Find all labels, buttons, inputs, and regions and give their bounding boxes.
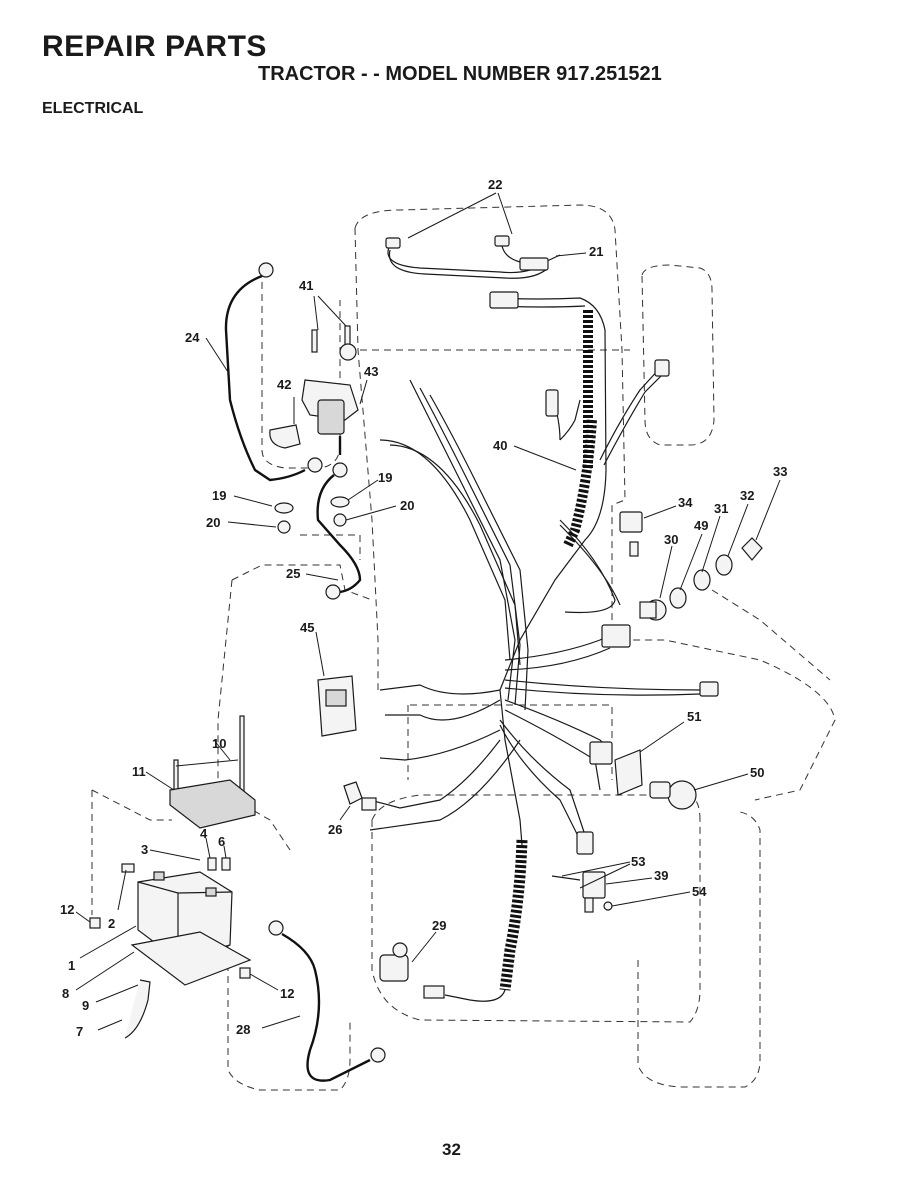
callout-21: 21 xyxy=(589,244,603,259)
bulb-right xyxy=(494,235,510,247)
callout-30: 30 xyxy=(664,532,678,547)
callout-19b: 19 xyxy=(378,470,392,485)
callout-10: 10 xyxy=(212,736,226,751)
callout-45: 45 xyxy=(300,620,314,635)
headlight-harness xyxy=(385,235,587,279)
callout-28: 28 xyxy=(236,1022,250,1037)
harness-connector-center xyxy=(601,624,631,648)
page-number: 32 xyxy=(442,1140,461,1159)
ignition-parts xyxy=(619,479,781,621)
callout-22: 22 xyxy=(488,177,502,192)
callout-2: 2 xyxy=(108,916,115,931)
cable-25 xyxy=(305,462,362,600)
callout-39: 39 xyxy=(654,868,668,883)
callout-6: 6 xyxy=(218,834,225,849)
callout-33: 33 xyxy=(773,464,787,479)
module-45 xyxy=(315,631,357,737)
page-title: REPAIR PARTS xyxy=(42,30,267,63)
harness-plug-rear-right xyxy=(699,681,719,697)
callout-53: 53 xyxy=(631,854,645,869)
callout-29: 29 xyxy=(432,918,446,933)
callout-8: 8 xyxy=(62,986,69,1001)
model-subtitle: TRACTOR - - MODEL NUMBER 917.251521 xyxy=(258,63,662,85)
battery-assembly xyxy=(75,715,279,1039)
callout-4: 4 xyxy=(200,826,208,841)
callout-43: 43 xyxy=(364,364,378,379)
callout-9: 9 xyxy=(82,998,89,1013)
callout-12b: 12 xyxy=(280,986,294,1001)
split-loom-rear xyxy=(499,839,528,991)
battery-cable-24 xyxy=(205,262,323,482)
harness-tap-plug xyxy=(545,389,559,417)
callout-50: 50 xyxy=(750,765,764,780)
callout-20a: 20 xyxy=(206,515,220,530)
callout-25: 25 xyxy=(286,566,300,581)
bulb-left xyxy=(385,237,401,249)
callout-1: 1 xyxy=(68,958,75,973)
callout-26: 26 xyxy=(328,822,342,837)
callout-7: 7 xyxy=(76,1024,83,1039)
callout-54: 54 xyxy=(692,884,707,899)
headlight-connector xyxy=(519,257,549,271)
harness-plug-front xyxy=(489,291,519,309)
harness-plug-rear xyxy=(576,831,594,855)
main-harness xyxy=(369,291,719,1002)
callout-31: 31 xyxy=(714,501,728,516)
callout-19a: 19 xyxy=(212,488,226,503)
callout-24: 24 xyxy=(185,330,200,345)
section-title: ELECTRICAL xyxy=(42,100,144,117)
rear-switches xyxy=(589,721,749,810)
callout-51: 51 xyxy=(687,709,701,724)
callout-40: 40 xyxy=(493,438,507,453)
split-loom-mid xyxy=(563,419,597,548)
callout-41: 41 xyxy=(299,278,313,293)
callout-34: 34 xyxy=(678,495,693,510)
tractor-outline xyxy=(91,204,836,1091)
washers-nuts xyxy=(227,479,397,534)
callout-42: 42 xyxy=(277,377,291,392)
starter-solenoid xyxy=(269,295,368,455)
cable-28 xyxy=(261,920,386,1082)
callout-3: 3 xyxy=(141,842,148,857)
harness-plug-right xyxy=(654,359,670,377)
callout-20b: 20 xyxy=(400,498,414,513)
callout-11: 11 xyxy=(132,764,146,779)
callout-12a: 12 xyxy=(60,902,74,917)
rear-parts xyxy=(339,781,691,999)
callout-49: 49 xyxy=(694,518,708,533)
callout-32: 32 xyxy=(740,488,754,503)
